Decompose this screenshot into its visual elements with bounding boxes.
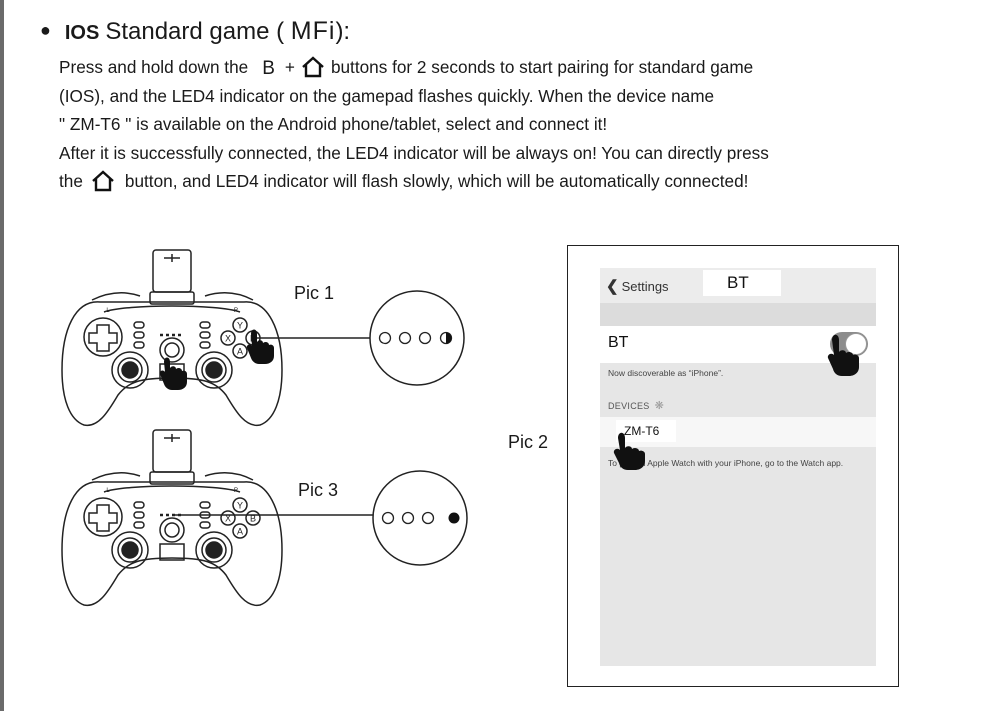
devices-header: DEVICES ❋ [608,399,664,412]
face-button-x: X [225,334,231,344]
bt-label: BT [608,334,629,351]
instruction-text: buttons for 2 seconds to start pairing f… [330,57,754,77]
face-button-y: Y [237,501,243,511]
face-button-b: B [250,514,256,524]
heading-ios: IOS [64,22,100,44]
instructions-paragraph: Press and hold down the B + buttons for … [59,53,939,196]
shoulder-r: R [234,308,239,314]
instruction-text: the [59,171,83,191]
pic3-label: Pic 3 [298,480,339,500]
shoulder-l: L [106,308,110,314]
instruction-line-1: Press and hold down the B + buttons for … [59,53,939,82]
pointing-hand-icon [159,329,274,390]
plus-sign: + [284,57,295,77]
home-outline-icon [91,170,115,192]
heading-title: Standard game ( [105,18,285,45]
section-spacer [600,303,876,326]
instruction-line-4: After it is successfully connected, the … [59,142,769,163]
face-button-a: A [237,527,243,537]
pic1-label: Pic 1 [294,283,335,303]
face-button-a: A [237,347,243,357]
face-button-x: X [225,514,231,524]
toggle-knob [845,333,867,355]
devices-header-label: DEVICES [608,400,650,411]
watch-pairing-text: To pair an Apple Watch with your iPhone,… [608,458,844,468]
heading-bullet: ● [40,20,51,40]
heading-close: ): [335,18,351,45]
instruction-text: Press and hold down the [59,57,249,77]
nav-title: BT [703,270,781,296]
discoverable-text: Now discoverable as “iPhone”. [608,368,724,378]
heading-mfi: MFi [290,17,336,45]
b-button-label: B [262,58,275,79]
device-row[interactable]: ZM-T6 [600,417,876,447]
bt-toggle-switch[interactable] [830,332,868,356]
phone-settings-screen: ❮ Settings BT BT Now discoverable as “iP… [600,268,876,666]
instruction-line-3: " ZM-T6 " is available on the Android ph… [59,114,608,134]
back-label: Settings [621,278,669,294]
pic2-label: Pic 2 [508,432,549,452]
page-left-border [0,0,4,711]
nav-bar: ❮ Settings BT [600,268,876,303]
instruction-text: button, and LED4 indicator will flash sl… [124,171,749,191]
instruction-line-5: the button, and LED4 indicator will flas… [59,167,939,196]
chevron-left-icon: ❮ [606,278,619,295]
loading-spinner-icon: ❋ [654,400,665,412]
instruction-line-2: (IOS), and the LED4 indicator on the gam… [59,85,715,106]
back-button[interactable]: ❮ Settings [606,277,669,295]
face-button-b: B [250,334,256,344]
shoulder-r: R [234,488,239,494]
bt-toggle-row: BT [600,326,876,363]
face-button-y: Y [237,321,243,331]
device-name-zm-t6[interactable]: ZM-T6 [616,420,676,442]
home-outline-icon [301,56,325,78]
shoulder-l: L [106,488,110,494]
